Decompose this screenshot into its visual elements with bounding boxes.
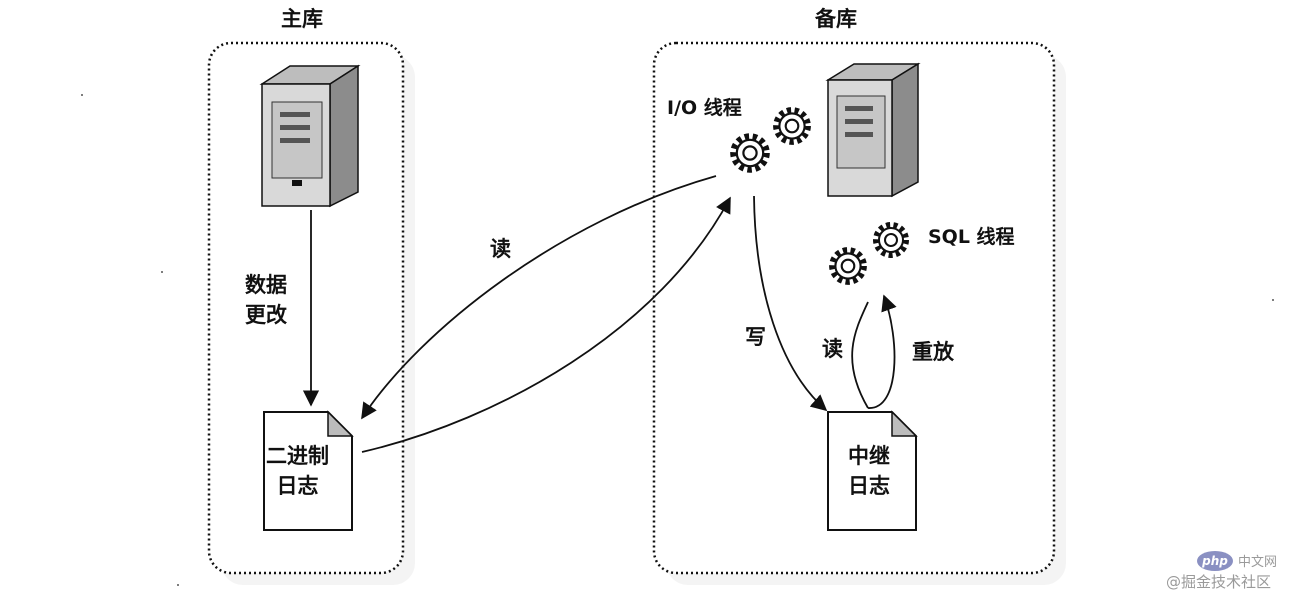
read-relay-arrow xyxy=(851,301,869,409)
master-server-icon xyxy=(259,64,361,208)
read-binlog-request-arrow xyxy=(361,175,717,420)
watermark-bottom: @掘金技术社区 xyxy=(1166,573,1272,591)
binlog-line-2: 日志 xyxy=(276,474,319,498)
replay-arrow xyxy=(867,294,897,409)
replay-label: 重放 xyxy=(912,340,954,364)
data-change-label: 数据 更改 xyxy=(245,270,287,330)
data-change-line-2: 更改 xyxy=(245,303,287,327)
slave-zone xyxy=(652,41,1066,585)
data-change-line-1: 数据 xyxy=(245,273,287,297)
master-title: 主库 xyxy=(281,7,323,31)
sql-thread-label: SQL 线程 xyxy=(928,226,1015,248)
slave-server-icon xyxy=(825,62,921,198)
php-logo: php xyxy=(1197,551,1233,571)
arrows xyxy=(302,175,897,453)
slave-title: 备库 xyxy=(815,7,857,31)
scan-specks xyxy=(81,94,1274,586)
relay-log-line-2: 日志 xyxy=(848,474,890,498)
watermark-top: 中文网 xyxy=(1238,555,1278,570)
binlog-document-icon xyxy=(263,410,354,531)
relay-log-line-1: 中继 xyxy=(848,444,890,468)
write-relay-label: 写 xyxy=(745,325,766,349)
io-thread-label: I/O 线程 xyxy=(667,97,742,119)
binlog-line-1: 二进制 xyxy=(266,444,329,468)
read-binlog-label: 读 xyxy=(490,237,511,261)
binlog-label: 二进制 日志 xyxy=(266,441,329,501)
relay-log-document-icon xyxy=(827,410,918,531)
relay-log-label: 中继 日志 xyxy=(848,441,890,501)
read-binlog-return-arrow xyxy=(361,196,731,453)
write-relay-arrow xyxy=(753,195,828,412)
read-relay-label: 读 xyxy=(822,337,843,361)
